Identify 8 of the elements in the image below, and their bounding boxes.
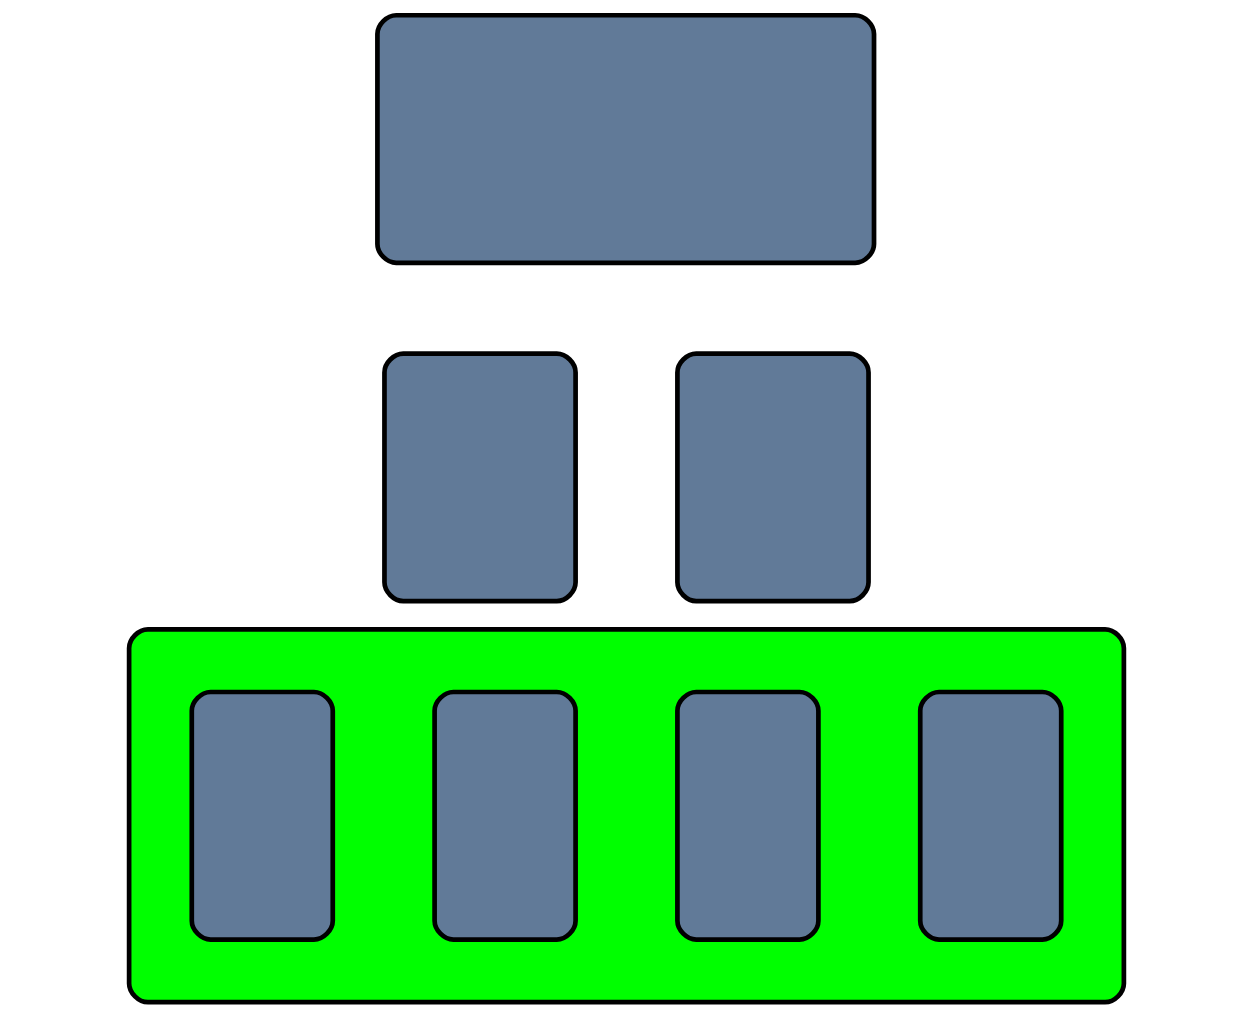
node-box [432, 689, 578, 942]
node-box [382, 350, 578, 603]
node-box [189, 689, 336, 942]
node-box [675, 350, 871, 603]
node-box [675, 689, 821, 942]
cluster [126, 626, 1127, 1005]
node-box [917, 689, 1064, 942]
node-box [375, 12, 877, 265]
